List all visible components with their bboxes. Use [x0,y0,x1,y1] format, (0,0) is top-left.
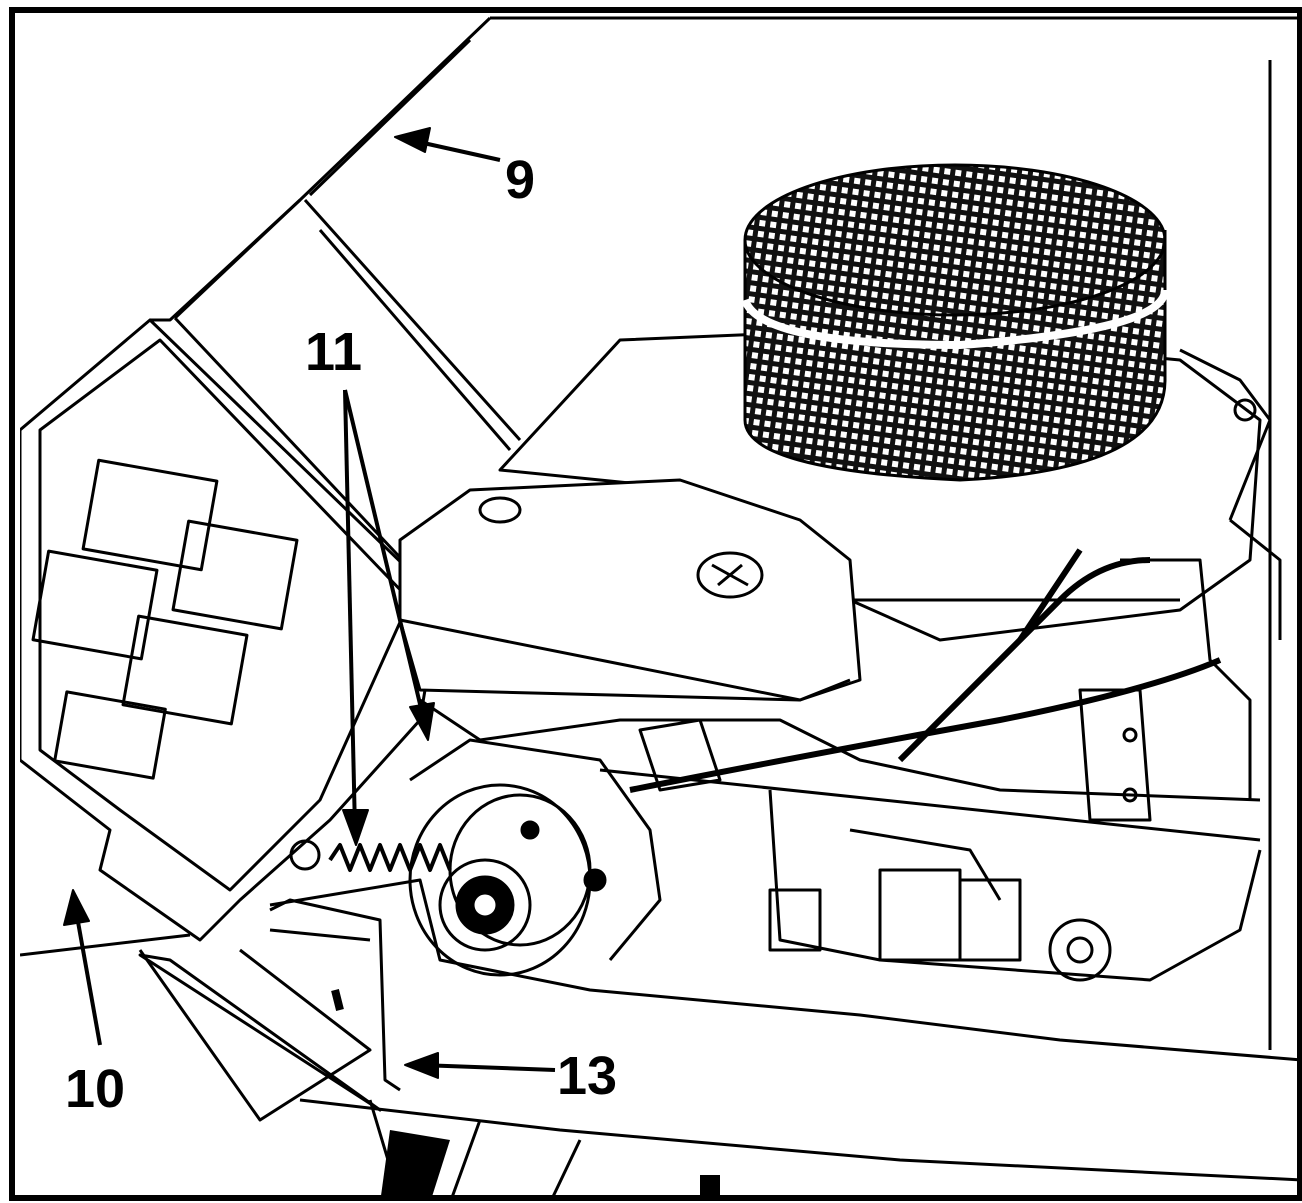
air-cleaner-screen [741,163,1169,482]
callout-9: 9 [505,150,535,210]
drive-pulley [408,738,662,977]
carburetor [638,718,1112,982]
fuel-tank [398,478,862,702]
spring [289,839,452,872]
callout-13: 13 [557,1046,617,1106]
base-frame [20,878,1302,1196]
callout-10: 10 [65,1059,125,1119]
leader-arrows [63,127,556,1079]
bottom-strip [380,1130,720,1196]
wiring [629,548,1222,793]
callout-11: 11 [305,322,362,382]
deck-panel [150,16,1302,602]
bracket [269,898,401,1092]
